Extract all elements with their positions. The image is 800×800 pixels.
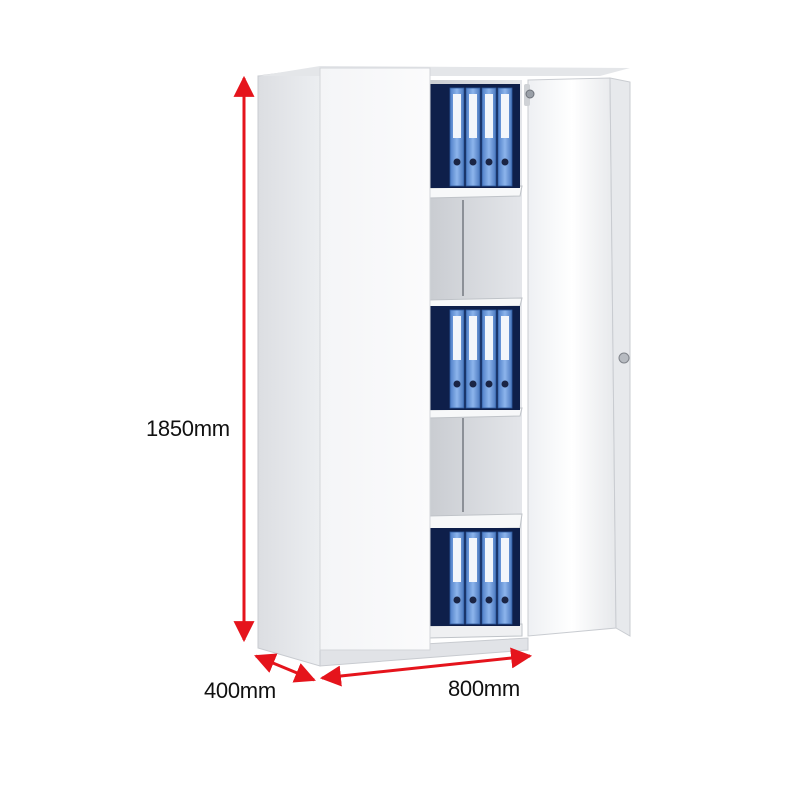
binder-label-slot	[501, 316, 509, 360]
binder-group-1	[430, 84, 520, 188]
binder-finger-hole	[485, 380, 493, 388]
binder-label-slot	[453, 316, 461, 360]
binder-finger-hole	[501, 380, 509, 388]
binder-label-slot	[485, 94, 493, 138]
binder-finger-hole	[453, 158, 461, 166]
binder-finger-hole	[501, 596, 509, 604]
binder-finger-hole	[469, 158, 477, 166]
door-lock-icon	[618, 352, 630, 364]
depth-arrow	[254, 653, 316, 683]
binder-finger-hole	[485, 596, 493, 604]
binder-label-slot	[485, 316, 493, 360]
binder-label-slot	[469, 316, 477, 360]
shelf-bottom	[427, 623, 523, 639]
shelf-adjustment-holes	[462, 200, 464, 512]
width-dimension-label: 800mm	[448, 676, 520, 701]
width-arrow	[319, 647, 533, 687]
binder-label-slot	[453, 538, 461, 582]
binder-label-slot	[501, 94, 509, 138]
binder-finger-hole	[501, 158, 509, 166]
cabinet-top	[258, 66, 630, 76]
right-door-inner-panel	[527, 77, 617, 637]
binder-finger-hole	[469, 596, 477, 604]
cabinet-side-panel	[257, 67, 321, 667]
binder-label-slot	[469, 538, 477, 582]
binder-finger-hole	[485, 158, 493, 166]
binder-group-2	[430, 306, 520, 410]
binder-label-slot	[469, 94, 477, 138]
dimension-arrows	[233, 75, 533, 687]
binder-label-slot	[501, 538, 509, 582]
binder-group-3	[430, 528, 520, 626]
right-door-open	[524, 77, 631, 637]
depth-dimension-label: 400mm	[204, 678, 276, 703]
cabinet-lock-icon	[525, 89, 535, 99]
binder-finger-hole	[453, 380, 461, 388]
binder-finger-hole	[469, 380, 477, 388]
binder-finger-hole	[453, 596, 461, 604]
shelf-4	[427, 513, 523, 531]
left-door	[319, 67, 431, 651]
height-dimension-label: 1850mm	[146, 416, 230, 441]
binder-label-slot	[485, 538, 493, 582]
binder-groups	[430, 84, 520, 626]
binder-label-slot	[453, 94, 461, 138]
